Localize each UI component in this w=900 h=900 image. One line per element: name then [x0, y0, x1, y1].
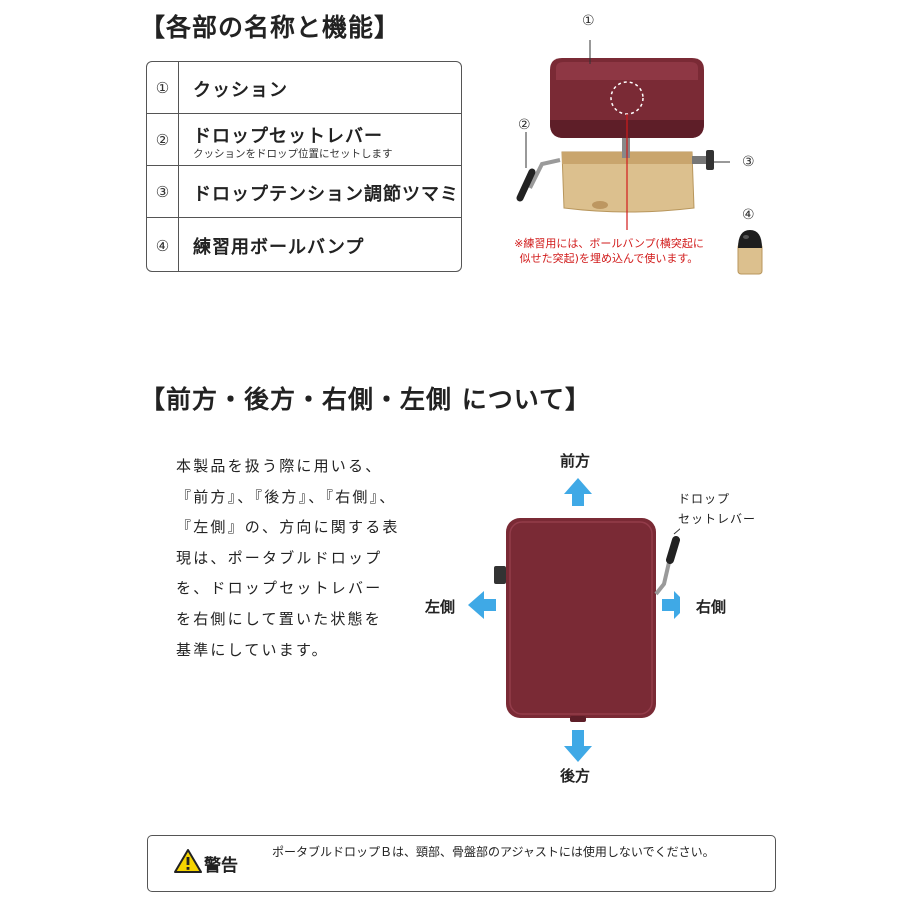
parts-row: ③ ドロップテンション調節ツマミ	[147, 166, 461, 218]
callout-4: ④	[742, 207, 755, 223]
part-number: ②	[147, 114, 179, 165]
body-line: 『前方』、『後方』、『右側』、	[176, 487, 397, 506]
direction-back-label: 後方	[560, 767, 591, 785]
part-name: 練習用ボールバンプ	[193, 237, 365, 258]
direction-right-label: 右側	[696, 598, 727, 616]
section-title-directions: 【前方・後方・右側・左側 について】	[140, 385, 591, 414]
parts-row: ② ドロップセットレバー クッションをドロップ位置にセットします	[147, 114, 461, 166]
lever-label-line: セットレバー	[678, 512, 757, 526]
parts-row: ④ 練習用ボールバンプ	[147, 218, 461, 271]
part-number: ③	[147, 166, 179, 217]
body-line: 『左側』の、方向に関する表	[176, 518, 400, 537]
warning-icon	[174, 849, 202, 873]
warning-text: ポータブルドロップＢは、頸部、骨盤部のアジャストには使用しないでください。	[272, 845, 715, 859]
warning-box	[147, 835, 776, 892]
direction-left-label: 左側	[425, 598, 456, 616]
product-illustration	[516, 40, 730, 230]
note-line: ※練習用には、ボールバンプ(横突起に	[514, 237, 704, 250]
callout-2: ②	[518, 117, 531, 133]
direction-front-label: 前方	[560, 452, 591, 470]
part-name: ドロップセットレバー	[193, 126, 383, 147]
part-number: ①	[147, 62, 179, 113]
callout-3: ③	[742, 154, 755, 170]
ball-bump-illustration	[737, 230, 763, 275]
body-line: を右側にして置いた状態を	[176, 609, 382, 628]
body-line: 本製品を扱う際に用いる、	[176, 457, 383, 475]
lever-label-line: ドロップ	[678, 492, 731, 506]
top-view-diagram	[468, 478, 680, 762]
section-title-parts: 【各部の名称と機能】	[140, 13, 401, 42]
directions-explanation: 本製品を扱う際に用いる、 『前方』、『後方』、『右側』、 『左側』の、方向に関す…	[176, 451, 416, 665]
part-name: ドロップテンション調節ツマミ	[193, 184, 459, 205]
parts-row: ① クッション	[147, 62, 461, 114]
parts-table: ① クッション ② ドロップセットレバー クッションをドロップ位置にセットします…	[146, 61, 462, 272]
ball-bump-note: ※練習用には、ボールバンプ(横突起に 似せた突起)を埋め込んで使います。	[484, 236, 734, 266]
part-description: クッションをドロップ位置にセットします	[193, 148, 393, 160]
note-line: 似せた突起)を埋め込んで使います。	[519, 252, 699, 265]
body-line: を、ドロップセットレバー	[176, 579, 383, 598]
part-name: クッション	[193, 80, 288, 101]
part-number: ④	[147, 218, 179, 271]
warning-label: 警告	[204, 856, 238, 876]
callout-1: ①	[582, 13, 595, 29]
body-line: 基準にしています。	[176, 640, 329, 659]
body-line: 現は、ポータブルドロップ	[176, 548, 383, 567]
lever-label: ドロップ セットレバー	[678, 489, 756, 529]
